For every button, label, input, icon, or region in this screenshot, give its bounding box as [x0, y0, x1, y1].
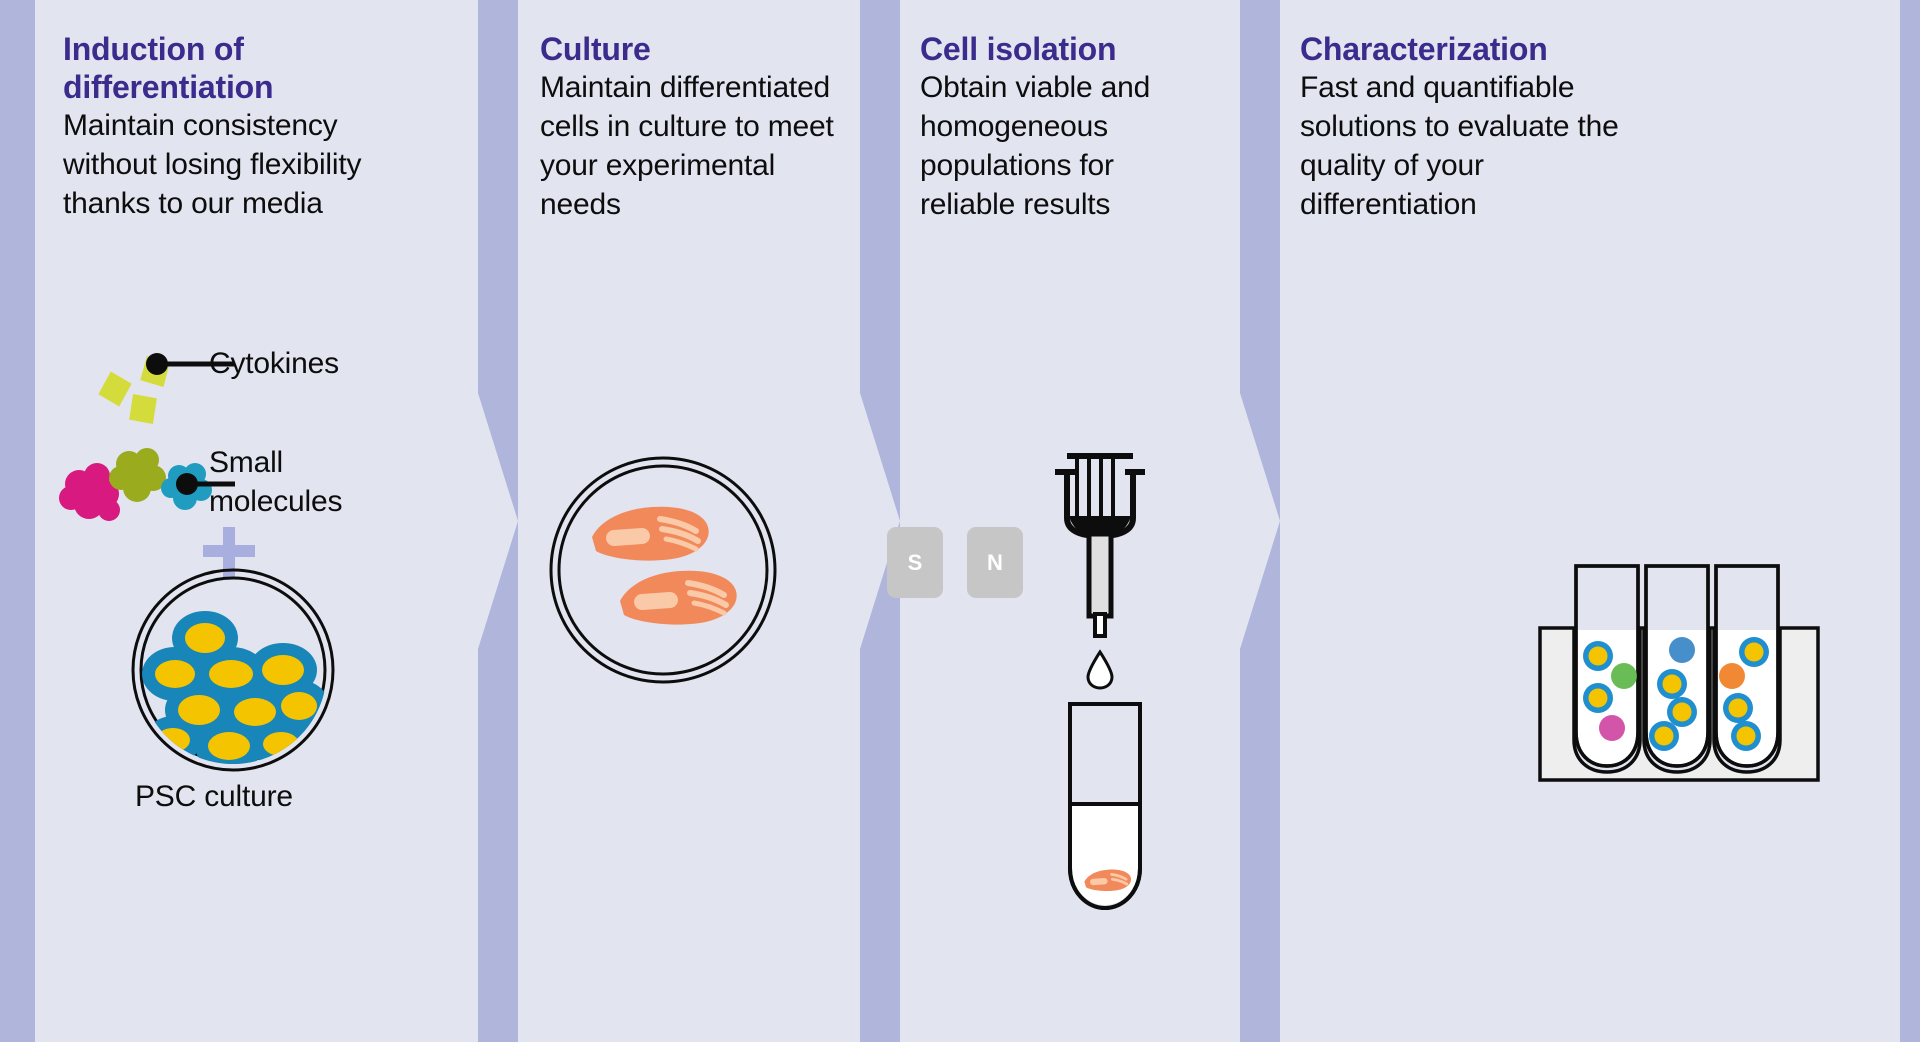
magnetic-column-icon [1055, 453, 1145, 638]
step-2-title: Culture [540, 31, 651, 67]
step-1-title: Induction of differentiation [63, 31, 274, 105]
chevron-right-icon [1240, 393, 1280, 649]
small-molecules-callout-line [176, 473, 235, 495]
step-2-header: Culture Maintain differentiated cells in… [540, 30, 840, 224]
tube-2-markers [1649, 637, 1697, 751]
psc-culture-caption: PSC culture [135, 780, 293, 813]
blue-gray-circle [1669, 637, 1695, 663]
plus-icon [203, 527, 255, 579]
magnet-n-label: N [987, 549, 1003, 575]
right-edge-band [1900, 0, 1920, 1042]
step-panel-characterization: Characterization Fast and quantifiable s… [1280, 0, 1900, 1042]
chevron-right-icon [860, 393, 900, 649]
differentiated-cell [592, 506, 709, 561]
droplet-icon [1086, 649, 1114, 690]
blue-yellow-cell [1657, 669, 1687, 699]
step-3-title: Cell isolation [920, 31, 1117, 67]
cytokines-callout-line [146, 353, 235, 375]
psc-culture-dish-illustration [131, 568, 335, 772]
tube-1-markers [1583, 641, 1637, 741]
tube-rack-illustration [1538, 564, 1820, 782]
green-circle [1611, 663, 1637, 689]
step-4-title: Characterization [1300, 31, 1548, 67]
culture-dish-illustration [549, 456, 777, 684]
step-2-body: Maintain differentiated cells in culture… [540, 71, 834, 221]
collection-tube-illustration [1068, 702, 1142, 911]
step-separator-2 [860, 0, 900, 1042]
blue-yellow-cell [1723, 693, 1753, 723]
blue-yellow-cell [1731, 721, 1761, 751]
step-3-header: Cell isolation Obtain viable and homogen… [920, 30, 1210, 224]
step-1-body: Maintain consistency without losing flex… [63, 109, 362, 220]
pink-circle [1599, 715, 1625, 741]
blue-yellow-cell [1667, 697, 1697, 727]
differentiated-cell [620, 570, 737, 625]
tube-3-markers [1719, 637, 1769, 751]
left-edge-band [0, 0, 35, 1042]
blue-yellow-cell [1583, 683, 1613, 713]
step-1-header: Induction of differentiation Maintain co… [63, 30, 393, 223]
isolated-cell [1084, 869, 1132, 892]
orange-circle [1719, 663, 1745, 689]
step-panel-induction: Induction of differentiation Maintain co… [35, 0, 478, 1042]
psc-colony [142, 611, 327, 764]
magnet-n-icon [967, 527, 1023, 598]
chevron-right-icon [478, 393, 518, 649]
rack-body [1538, 626, 1820, 782]
blue-yellow-cell [1649, 721, 1679, 751]
blue-yellow-cell [1583, 641, 1613, 671]
step-panel-cell-isolation: Cell isolation Obtain viable and homogen… [887, 0, 1240, 1042]
molecules-illustration [59, 353, 235, 521]
step-3-body: Obtain viable and homogeneous population… [920, 71, 1151, 221]
magnet-s-icon [887, 527, 943, 598]
step-separator-3 [1240, 0, 1280, 1042]
magnet-s-label: S [907, 549, 923, 575]
blue-yellow-cell [1739, 637, 1769, 667]
legend-label-small-molecules: Small molecules [209, 446, 343, 518]
step-4-header: Characterization Fast and quantifiable s… [1300, 30, 1630, 224]
legend-label-cytokines: Cytokines [209, 347, 339, 380]
step-separator-1 [478, 0, 518, 1042]
step-panel-culture: Culture Maintain differentiated cells in… [518, 0, 860, 1042]
step-4-body: Fast and quantifiable solutions to evalu… [1300, 71, 1619, 221]
